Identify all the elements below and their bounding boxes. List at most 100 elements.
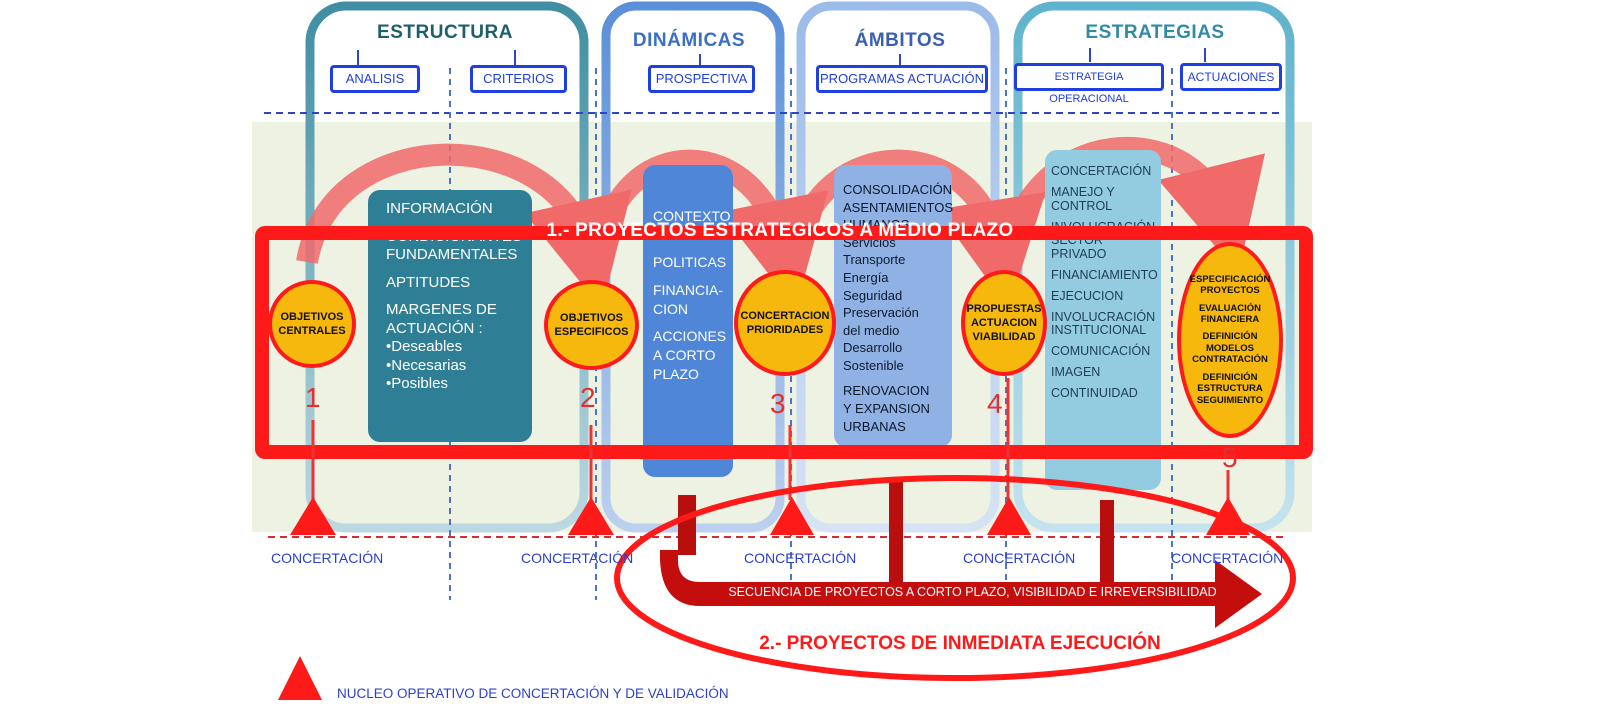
short-term-sequence-text: SECUENCIA DE PROYECTOS A CORTO PLAZO, VI… bbox=[728, 585, 1217, 599]
triangle-2 bbox=[568, 497, 614, 535]
panel-line: MANEJO Y bbox=[1051, 185, 1115, 199]
panel-line: •Necesarias bbox=[386, 356, 467, 374]
panel-line: INSTITUCIONAL bbox=[1051, 323, 1147, 337]
title-estrategias: ESTRATEGIAS bbox=[1085, 22, 1225, 43]
step-number-3: 3 bbox=[770, 388, 786, 419]
panel-line: INVOLUCRACIÓN bbox=[1051, 309, 1156, 324]
panel-line: CION bbox=[653, 300, 688, 317]
circle-line: EVALUACIÓN bbox=[1198, 302, 1262, 314]
panel-line: CONTROL bbox=[1051, 198, 1113, 213]
panel-line: CONCERTACIÓN bbox=[1051, 164, 1152, 178]
panel-line: COMUNICACIÓN bbox=[1051, 344, 1151, 358]
arc-arrow-2 bbox=[589, 149, 829, 309]
circle-line: PROPUESTAS bbox=[966, 303, 1042, 315]
tag-estrategia-operacional: ESTRATEGIA OPERACIONAL bbox=[1014, 63, 1164, 105]
circle-line: ESPECIFICOS bbox=[554, 326, 629, 338]
concertacion-label-4: CONCERTACIÓN bbox=[963, 550, 1076, 566]
immediate-execution-ellipse bbox=[614, 475, 1296, 681]
medium-term-title: 1.- PROYECTOS ESTRATEGICOS A MEDIO PLAZO bbox=[546, 220, 1014, 241]
concertacion-label-5: CONCERTACIÓN bbox=[1171, 550, 1284, 566]
panel-line: CONTINUIDAD bbox=[1051, 386, 1138, 400]
panel-line: Transporte bbox=[843, 252, 906, 268]
arc-arrow-4 bbox=[999, 137, 1265, 274]
panel-line: A CORTO bbox=[653, 347, 716, 364]
red-triangle-icon bbox=[278, 656, 322, 700]
panel-line: RENOVACION bbox=[843, 383, 930, 399]
panel-line: del medio bbox=[843, 322, 900, 338]
panel-line: FUNDAMENTALES bbox=[386, 246, 518, 263]
panel-line: FINANCIAMIENTO bbox=[1051, 267, 1158, 282]
triangle-3 bbox=[770, 497, 814, 535]
panel-line: URBANAS bbox=[843, 418, 906, 434]
circle-line: DEFINICIÓN bbox=[1202, 371, 1258, 383]
circle-line: SEGUIMIENTO bbox=[1196, 394, 1264, 406]
legend-text: NUCLEO OPERATIVO DE CONCERTACIÓN Y DE VA… bbox=[337, 686, 729, 701]
circle-line: CONCERTACION bbox=[740, 310, 830, 322]
panel-line: ACCIONES bbox=[653, 328, 727, 345]
panel-line: CONSOLIDACIÓN bbox=[843, 182, 953, 197]
circle-line: PROYECTOS bbox=[1200, 285, 1260, 297]
concertacion-label-2: CONCERTACIÓN bbox=[521, 550, 634, 566]
panel-line: Seguridad bbox=[843, 287, 903, 303]
short-term-arrow bbox=[660, 550, 1262, 628]
circle-line: ESPECIFICACIÓN bbox=[1189, 273, 1271, 285]
panel-line: POLITICAS bbox=[653, 254, 727, 271]
circle-objetivos-centrales: OBJETIVOS CENTRALES bbox=[268, 280, 356, 368]
panel-line: ASENTAMIENTOS bbox=[843, 199, 954, 215]
panel-line: PLAZO bbox=[653, 366, 699, 383]
step-number-5: 5 bbox=[1222, 442, 1238, 473]
circle-line: OBJETIVOS bbox=[560, 312, 623, 324]
immediate-execution-title: 2.- PROYECTOS DE INMEDIATA EJECUCIÓN bbox=[759, 633, 1161, 654]
concertacion-label-3: CONCERTACIÓN bbox=[744, 550, 857, 566]
panel-line: Sostenible bbox=[843, 357, 904, 373]
panel-line: Energía bbox=[843, 269, 889, 285]
triangle-4 bbox=[987, 497, 1031, 535]
title-estructura: ESTRUCTURA bbox=[377, 22, 513, 43]
panel-line: INFORMACIÓN bbox=[386, 200, 493, 217]
circle-line: ESTRUCTURA bbox=[1197, 383, 1263, 395]
panel-line: •Deseables bbox=[386, 338, 463, 355]
panel-line: Preservación bbox=[843, 305, 919, 321]
title-ambitos: ÁMBITOS bbox=[854, 30, 946, 51]
arc-arrow-1 bbox=[296, 143, 632, 309]
arc-arrow-3 bbox=[784, 149, 1046, 310]
circle-objetivos-especificos: OBJETIVOS ESPECIFICOS bbox=[544, 280, 639, 370]
panel-line: APTITUDES bbox=[386, 273, 471, 291]
concertacion-label-1: CONCERTACIÓN bbox=[271, 550, 384, 566]
triangle-1 bbox=[290, 497, 336, 535]
circle-line: DEFINICIÓN bbox=[1202, 331, 1258, 343]
tag-actuaciones: ACTUACIONES bbox=[1180, 63, 1282, 91]
step-number-4: 4 bbox=[987, 388, 1003, 419]
medium-term-frame bbox=[255, 226, 1313, 459]
panel-line: •Posibles bbox=[386, 375, 448, 392]
panel-line: Y EXPANSION bbox=[843, 400, 930, 416]
circle-concertacion-prioridades: CONCERTACION PRIORIDADES bbox=[734, 270, 836, 376]
panel-line: ACTUACIÓN : bbox=[386, 319, 483, 337]
circle-line: FINANCIERA bbox=[1200, 314, 1260, 326]
circle-propuestas-actuacion: PROPUESTAS ACTUACION VIABILIDAD bbox=[961, 270, 1047, 376]
panel-line: IMAGEN bbox=[1051, 365, 1101, 379]
circle-line: ACTUACION bbox=[970, 317, 1037, 329]
tag-criterios: CRITERIOS bbox=[470, 65, 567, 93]
circle-line: CONTRATACIÓN bbox=[1192, 354, 1268, 366]
circle-line: OBJETIVOS bbox=[280, 311, 344, 323]
tag-prospectiva: PROSPECTIVA bbox=[648, 65, 755, 93]
tag-analisis: ANALISIS bbox=[330, 65, 420, 93]
panel-line: FINANCIA- bbox=[653, 281, 723, 298]
panel-line: CONTEXTO bbox=[653, 208, 731, 224]
step-number-1: 1 bbox=[305, 382, 321, 413]
tag-programas-actuacion: PROGRAMAS ACTUACIÓN bbox=[816, 65, 988, 93]
circle-line: CENTRALES bbox=[278, 325, 346, 337]
circle-line: MODELOS bbox=[1205, 342, 1254, 354]
circle-line: VIABILIDAD bbox=[972, 331, 1036, 343]
panel-line: EJECUCION bbox=[1051, 288, 1124, 303]
circle-line: PRIORIDADES bbox=[746, 324, 824, 336]
panel-line: MARGENES DE bbox=[386, 301, 497, 318]
